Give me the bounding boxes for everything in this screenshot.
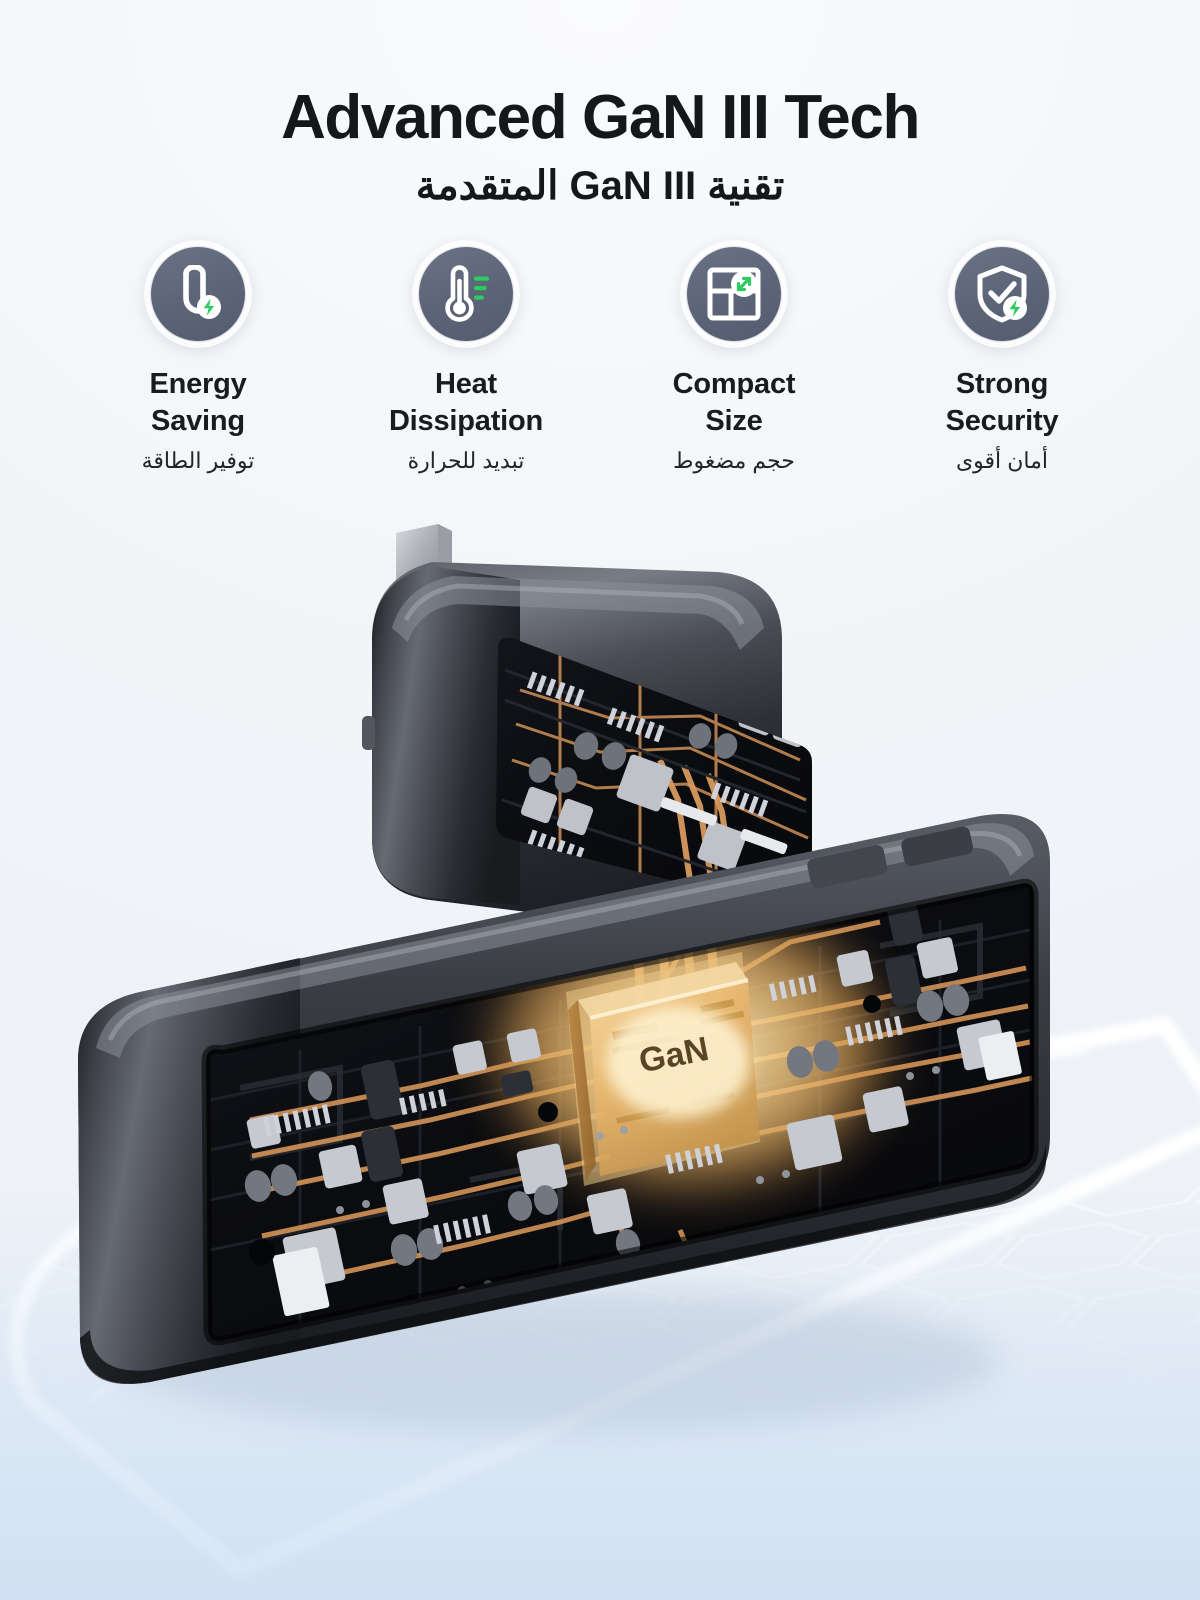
icon-halo (680, 240, 788, 348)
feature-label-line1: Strong (955, 368, 1049, 400)
feature-energy-saving: Energy Saving توفير الطاقة (64, 240, 332, 476)
page-subtitle-arabic: تقنية GaN III المتقدمة (415, 164, 785, 209)
charger-main-body: GaN (78, 813, 1050, 1385)
header: Advanced GaN III Tech تقنية GaN III المت… (0, 0, 1200, 211)
pcb-top (501, 652, 810, 915)
chip-glow (495, 908, 885, 1188)
compact-size-resize-icon (707, 267, 761, 321)
page-title: Advanced GaN III Tech (281, 83, 920, 152)
pcb-pin-headers (263, 975, 903, 1245)
usb-port-detail (807, 826, 973, 889)
feature-list: Energy Saving توفير الطاقة (0, 240, 1200, 476)
feature-compact-size: Compact Size حجم مضغوط (600, 240, 868, 476)
product-shadow (120, 1288, 1000, 1432)
charger-top-module (362, 562, 812, 936)
honeycomb-pattern-icon (0, 1079, 1200, 1600)
feature-label: Energy Saving (149, 366, 246, 440)
feature-label: Compact Size (673, 366, 796, 440)
feature-strong-security: Strong Security أمان أقوى (868, 240, 1136, 476)
feature-label-arabic: توفير الطاقة (141, 448, 255, 474)
feature-label-arabic: تبديد للحرارة (407, 448, 525, 474)
pcb-main: GaN (209, 890, 1033, 1330)
feature-label-line2: Dissipation (388, 405, 544, 438)
honeycomb-floor (0, 1010, 1200, 1600)
floor-blue-tint (0, 1180, 1200, 1600)
feature-label: Heat Dissipation (389, 366, 543, 440)
icon-halo (412, 240, 520, 348)
icon-circle (687, 247, 781, 341)
feature-label-line1: Compact (672, 368, 796, 400)
feature-label-line2: Saving (151, 405, 245, 438)
feature-label-line2: Size (705, 405, 763, 438)
gan-chip-label: GaN (636, 1030, 712, 1081)
feature-label-line1: Energy (149, 368, 247, 400)
thermometer-icon (445, 265, 489, 322)
feature-label-arabic: حجم مضغوط (673, 448, 795, 474)
pcb-capacitors (244, 984, 970, 1266)
icon-circle (151, 247, 245, 341)
icon-halo (144, 240, 252, 348)
feature-label-line2: Security (945, 405, 1059, 438)
plug-cable-bolt-icon (183, 265, 221, 319)
feature-heat-dissipation: Heat Dissipation تبديد للحرارة (332, 240, 600, 476)
floor-glow-outline-icon (8, 1016, 1200, 1579)
icon-halo (948, 240, 1056, 348)
feature-label: Strong Security (946, 366, 1059, 440)
shield-check-bolt-icon (977, 265, 1027, 323)
feature-label-line1: Heat (434, 368, 498, 400)
pcb-components (246, 937, 1008, 1291)
gan-chip: GaN (566, 952, 760, 1186)
feature-label-arabic: أمان أقوى (955, 448, 1049, 474)
icon-circle (955, 247, 1049, 341)
plug-prong (396, 524, 452, 592)
icon-circle (419, 247, 513, 341)
